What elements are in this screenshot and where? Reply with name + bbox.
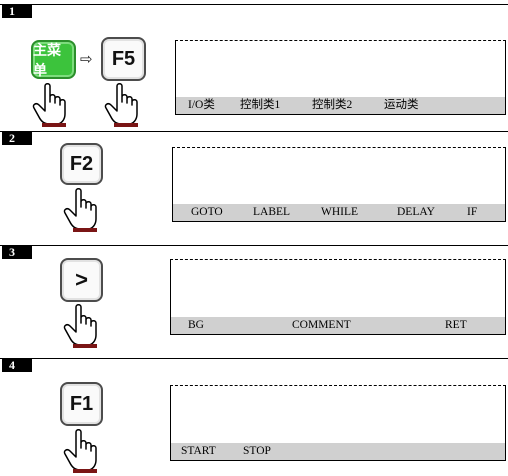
f2-key: F2 xyxy=(60,143,103,185)
finger-press-icon xyxy=(63,188,98,233)
finger-press-icon xyxy=(32,83,67,128)
softkey-label: 控制类2 xyxy=(312,99,353,111)
softkey-bar: I/O类 控制类1 控制类2 运动类 xyxy=(176,97,505,114)
f1-key: F1 xyxy=(60,382,103,426)
softkey-label: WHILE xyxy=(321,206,359,218)
finger-press-icon xyxy=(63,304,98,349)
step-number: 4 xyxy=(2,359,32,372)
finger-press-icon xyxy=(104,83,139,128)
softkey-bar: GOTO LABEL WHILE DELAY IF xyxy=(173,204,505,221)
f5-key: F5 xyxy=(101,37,146,81)
softkey-bar: BG COMMENT RET xyxy=(171,317,505,334)
pendant-screen: START STOP xyxy=(170,385,506,461)
pendant-screen: I/O类 控制类1 控制类2 运动类 xyxy=(175,40,506,115)
softkey-label: 运动类 xyxy=(384,99,419,111)
step-number: 2 xyxy=(2,132,32,145)
step-divider xyxy=(0,358,508,359)
softkey-label: STOP xyxy=(243,445,271,457)
next-page-key: > xyxy=(60,258,103,302)
finger-press-icon xyxy=(63,429,98,474)
softkey-label: BG xyxy=(188,319,204,331)
softkey-bar: START STOP xyxy=(171,443,505,460)
softkey-label: COMMENT xyxy=(292,319,351,331)
softkey-label: DELAY xyxy=(397,206,435,218)
arrow-right-icon: ⇨ xyxy=(80,50,93,68)
step-divider xyxy=(0,131,508,132)
softkey-label: GOTO xyxy=(191,206,223,218)
pendant-screen: GOTO LABEL WHILE DELAY IF xyxy=(172,147,506,222)
main-menu-key: 主菜单 xyxy=(31,40,76,79)
softkey-label: RET xyxy=(445,319,467,331)
step-divider xyxy=(0,4,508,5)
softkey-label: IF xyxy=(467,206,478,218)
step-number: 1 xyxy=(2,5,32,18)
softkey-label: 控制类1 xyxy=(240,99,281,111)
step-number: 3 xyxy=(2,246,32,259)
softkey-label: LABEL xyxy=(253,206,291,218)
pendant-screen: BG COMMENT RET xyxy=(170,259,506,335)
step-divider xyxy=(0,245,508,246)
softkey-label: I/O类 xyxy=(188,99,215,111)
softkey-label: START xyxy=(181,445,216,457)
